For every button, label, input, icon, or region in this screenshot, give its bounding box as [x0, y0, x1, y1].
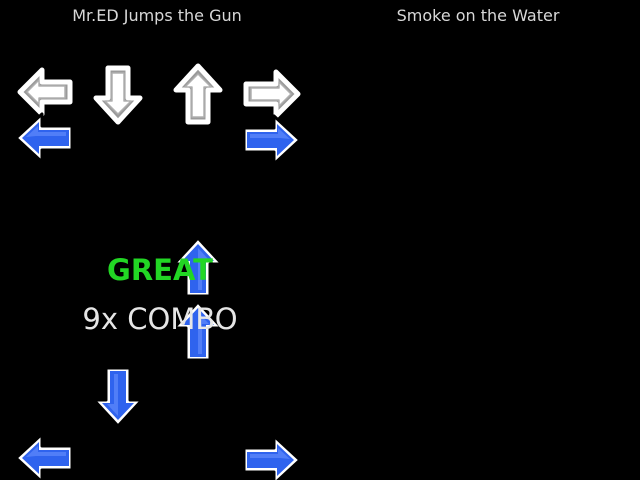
note-right-arrow-icon — [242, 110, 302, 170]
note-up-arrow-icon — [168, 236, 228, 298]
p1-song-title: Mr.ED Jumps the Gun — [72, 6, 242, 25]
note-down-arrow-icon — [88, 366, 148, 428]
combo-counter: 9x COMBO — [82, 302, 238, 336]
receptor-right-arrow-icon — [242, 64, 302, 124]
receptor-down-arrow-icon — [88, 64, 148, 125]
note-left-arrow-icon — [12, 428, 74, 480]
judgment-text: GREAT — [107, 253, 213, 287]
receptor-left-arrow-icon — [14, 62, 74, 122]
receptor-up-arrow-icon — [168, 63, 228, 125]
p2-song-title: Smoke on the Water — [396, 6, 560, 25]
note-up-arrow-icon — [168, 300, 228, 362]
note-right-arrow-icon — [242, 430, 302, 480]
note-left-arrow-icon — [12, 108, 74, 168]
